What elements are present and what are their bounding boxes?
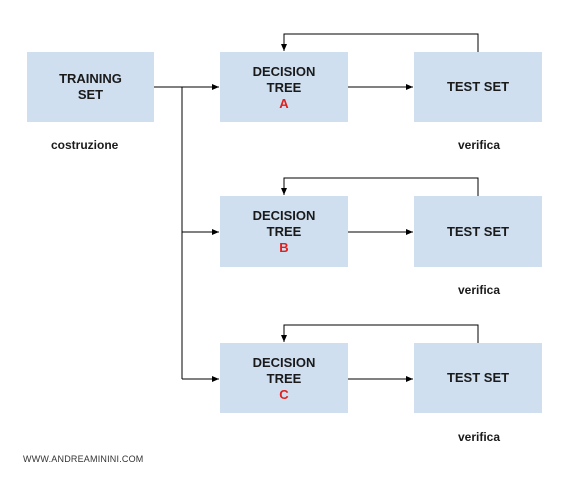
feedback-arrow-c <box>281 324 479 344</box>
test-set-c-label: TEST SET <box>446 370 510 385</box>
caption-verifica-c: verifica <box>458 430 501 444</box>
caption-verifica-b: verifica <box>458 283 501 297</box>
training-set-line2: SET <box>77 87 104 102</box>
test-set-b-box: TEST SET <box>414 196 542 267</box>
test-set-b-label: TEST SET <box>446 223 510 239</box>
training-set-box: TRAINING SET <box>27 52 154 122</box>
caption-costruzione: costruzione <box>51 138 119 152</box>
trunk-line <box>154 86 183 379</box>
decision-tree-a-line1: DECISION <box>252 63 316 79</box>
decision-tree-b-box: DECISION TREE B <box>220 196 348 267</box>
test-set-c-box: TEST SET <box>414 343 542 413</box>
decision-tree-b-line2: TREE <box>266 224 302 239</box>
caption-verifica-a: verifica <box>458 138 501 152</box>
decision-tree-c-line1: DECISION <box>252 354 316 370</box>
test-set-a-label: TEST SET <box>446 79 510 94</box>
feedback-arrow-b <box>281 177 479 196</box>
footer-website: WWW.ANDREAMININI.COM <box>23 454 144 464</box>
decision-tree-b-tag: B <box>279 240 289 255</box>
decision-tree-c-box: DECISION TREE C <box>220 343 348 413</box>
decision-tree-a-tag: A <box>279 95 289 111</box>
decision-tree-b-line1: DECISION <box>252 208 316 223</box>
test-set-a-box: TEST SET <box>414 52 542 122</box>
feedback-arrow-a <box>281 33 479 52</box>
training-set-line1: TRAINING <box>59 71 122 86</box>
decision-tree-c-tag: C <box>279 386 289 402</box>
decision-tree-a-line2: TREE <box>266 79 302 95</box>
decision-tree-c-line2: TREE <box>266 370 302 386</box>
decision-tree-a-box: DECISION TREE A <box>220 52 348 122</box>
